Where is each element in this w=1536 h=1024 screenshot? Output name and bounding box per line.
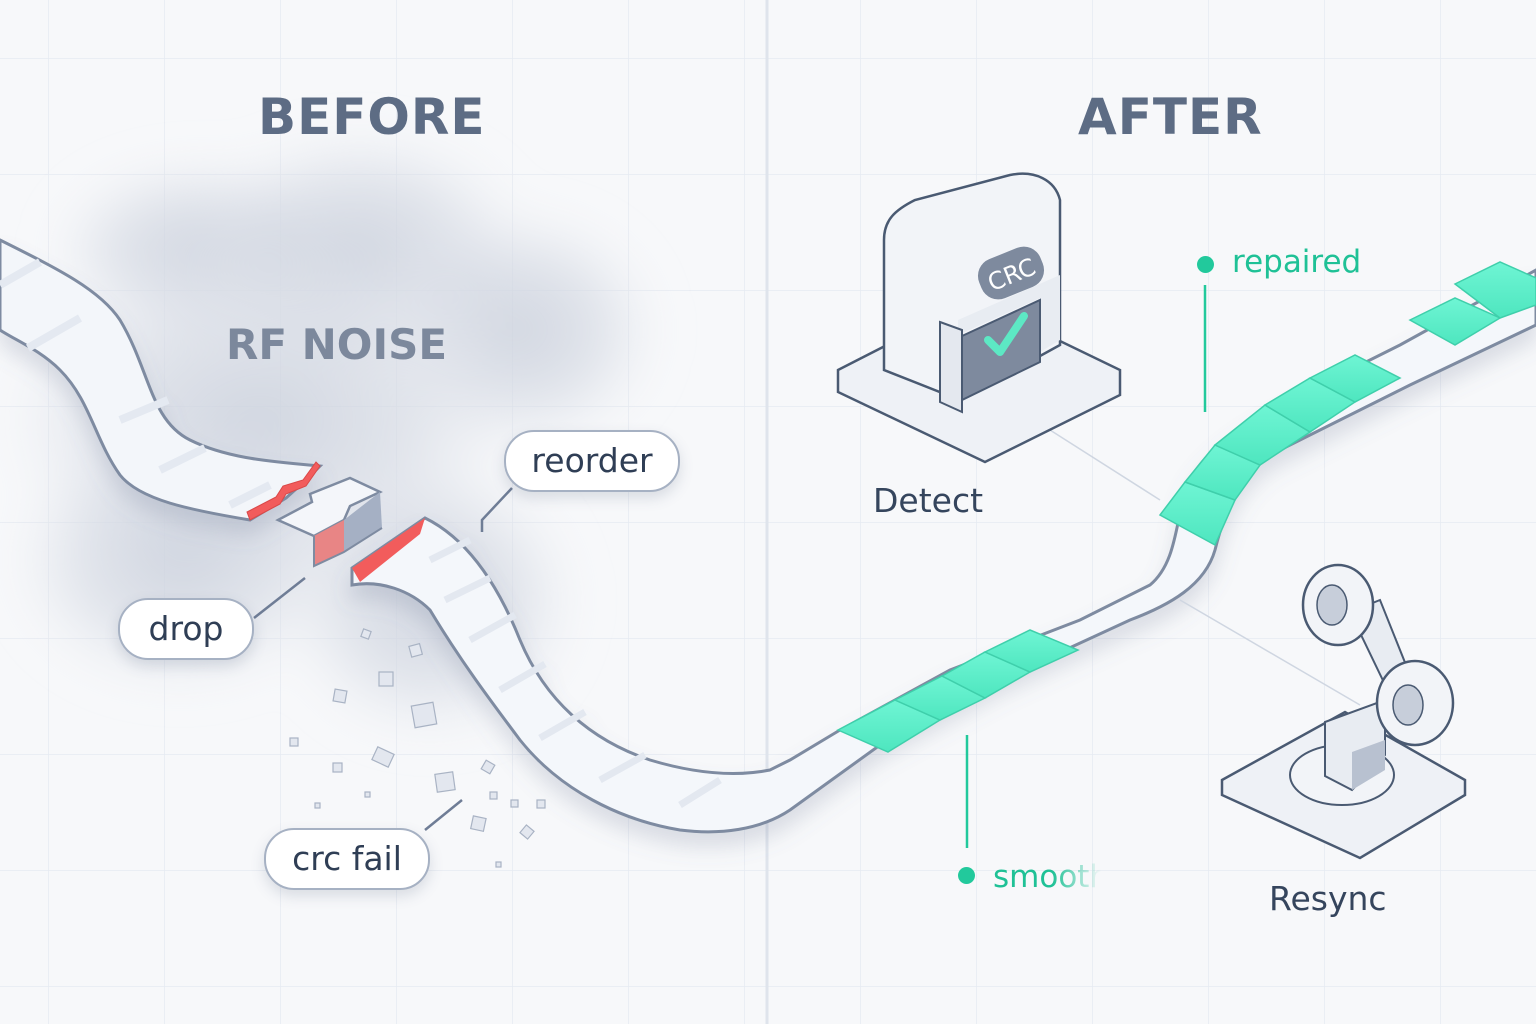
crc-check-icon: CRC	[836, 172, 1122, 464]
smooth-dot-icon	[958, 867, 975, 884]
repaired-dot-icon	[1197, 256, 1214, 273]
packet-debris-icon	[289, 628, 546, 868]
stage-resync-label: Resync	[1269, 879, 1387, 918]
before-title: BEFORE	[258, 88, 486, 146]
broken-packet-ribbon-left	[0, 238, 324, 522]
callout-crc-fail: crc fail	[264, 828, 430, 890]
rf-noise-label: RF NOISE	[226, 320, 448, 369]
repaired-packets	[836, 261, 1536, 753]
stage-connectors	[1049, 429, 1361, 706]
callout-reorder: reorder	[504, 430, 680, 492]
callout-leaders	[253, 487, 513, 831]
stage-detect-label: Detect	[873, 481, 984, 520]
tag-repaired: repaired	[1232, 244, 1362, 280]
dropped-packet	[275, 476, 383, 568]
after-title: AFTER	[1078, 88, 1263, 146]
resync-robot-arm-icon	[1220, 563, 1467, 860]
callout-drop: drop	[118, 598, 254, 660]
tag-smooth: smooth	[993, 859, 1101, 895]
